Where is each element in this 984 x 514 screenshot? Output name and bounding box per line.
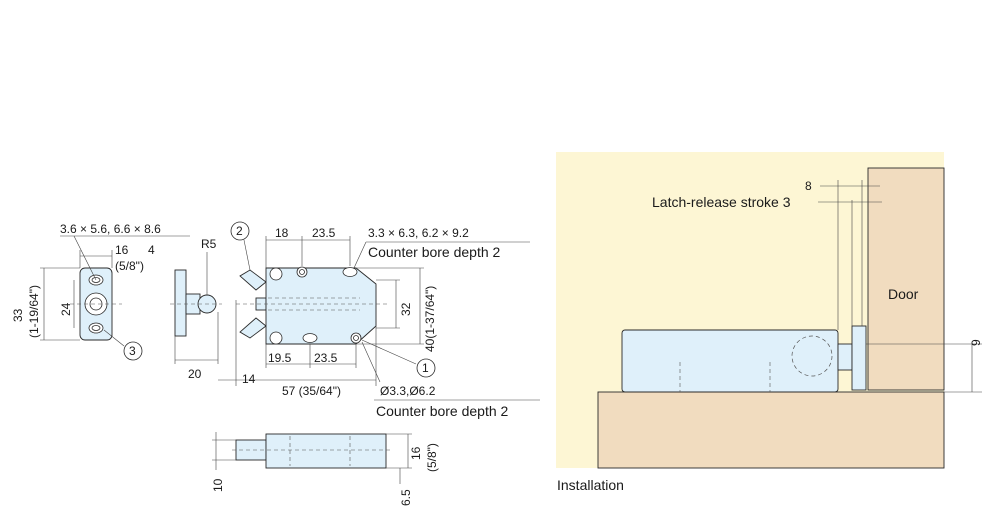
latch-claw-top [239, 269, 267, 291]
installed-catch [851, 325, 867, 391]
catch-slot-bottom-inner [91, 325, 101, 331]
leader-bore-top [353, 241, 367, 269]
leader-callout-3 [103, 329, 125, 347]
callout-1: 1 [422, 361, 429, 375]
label-dim-57: 57 (35/64") [282, 384, 341, 398]
callout-3: 3 [129, 344, 136, 358]
label-dim-23-5-top: 23.5 [312, 226, 336, 240]
label-bore-hole: Ø3.3,Ø6.2 [380, 384, 436, 398]
label-dim-6-5: 6.5 [399, 489, 413, 506]
label-dim-5-8: (5/8") [115, 259, 144, 273]
label-dim-10: 10 [211, 478, 225, 492]
latch-hole-tl [269, 267, 283, 281]
installed-striker-outline [791, 335, 833, 377]
label-dim-32: 32 [399, 302, 413, 316]
label-dim-8: 8 [805, 179, 812, 193]
installed-plunger [837, 343, 853, 371]
latch-bore-bottom-inner [353, 335, 359, 341]
label-dim-16-side: 16 [409, 446, 423, 460]
label-bore-depth-top: Counter bore depth 2 [368, 244, 501, 260]
label-dim-18: 18 [275, 226, 289, 240]
striker-plate [174, 269, 187, 337]
leader-callout-2 [243, 239, 251, 271]
label-dim-9: 9 [969, 339, 983, 346]
label-radius: R5 [201, 237, 217, 251]
label-dim-4: 4 [148, 243, 155, 257]
latch-body [265, 267, 377, 345]
label-slot-size: 3.6 × 5.6, 6.6 × 8.6 [60, 222, 161, 236]
callout-2: 2 [236, 224, 243, 238]
label-dim-20: 20 [188, 367, 202, 381]
label-dim-33: 33 [11, 308, 25, 322]
leader-bore-bottom [361, 341, 381, 383]
leader-callout-1 [361, 339, 417, 365]
callout-circle-3 [123, 341, 143, 361]
label-stroke: Latch-release stroke 3 [652, 194, 791, 210]
label-dim-16-side-frac: (5/8") [425, 443, 439, 472]
installation-caption: Installation [557, 477, 624, 493]
latch-bore-top-inner [299, 269, 305, 275]
label-bore-top: 3.3 × 6.3, 6.2 × 9.2 [368, 226, 469, 240]
leader-slot [73, 235, 97, 281]
catch-plate-view: 3.6 × 5.6, 6.6 × 8.6 16 4 (5/8") 33 (1-1… [11, 222, 190, 361]
label-door: Door [888, 286, 919, 302]
latch-top-view: 2 18 23.5 3.3 × 6.3, 6.2 × 9.2 Counter b… [218, 221, 540, 419]
latch-side-view: 10 16 (5/8") 6.5 [211, 432, 439, 506]
callout-circle-2 [230, 221, 250, 241]
label-dim-16: 16 [115, 243, 129, 257]
latch-claw-bottom [239, 317, 267, 339]
installation-view: Door 8 Latch-release stroke 3 9 Installa… [556, 152, 983, 493]
label-dim-33-frac: (1-19/64") [27, 285, 41, 338]
label-dim-40: 40(1-37/64") [423, 286, 437, 352]
installed-latch-body [621, 329, 839, 393]
label-bore-depth-bottom: Counter bore depth 2 [376, 403, 509, 419]
callout-circle-1 [416, 358, 436, 378]
label-dim-14: 14 [242, 372, 256, 386]
label-dim-24: 24 [59, 302, 73, 316]
label-dim-19-5: 19.5 [268, 351, 292, 365]
side-body [265, 433, 387, 469]
latch-slot-top [342, 267, 358, 277]
cabinet-shelf [597, 391, 945, 469]
door-panel [867, 167, 945, 391]
striker-view: R5 20 [170, 237, 222, 381]
latch-slot-bottom [302, 333, 318, 343]
label-dim-23-5-bottom: 23.5 [314, 351, 338, 365]
latch-hole-bl [269, 331, 283, 345]
